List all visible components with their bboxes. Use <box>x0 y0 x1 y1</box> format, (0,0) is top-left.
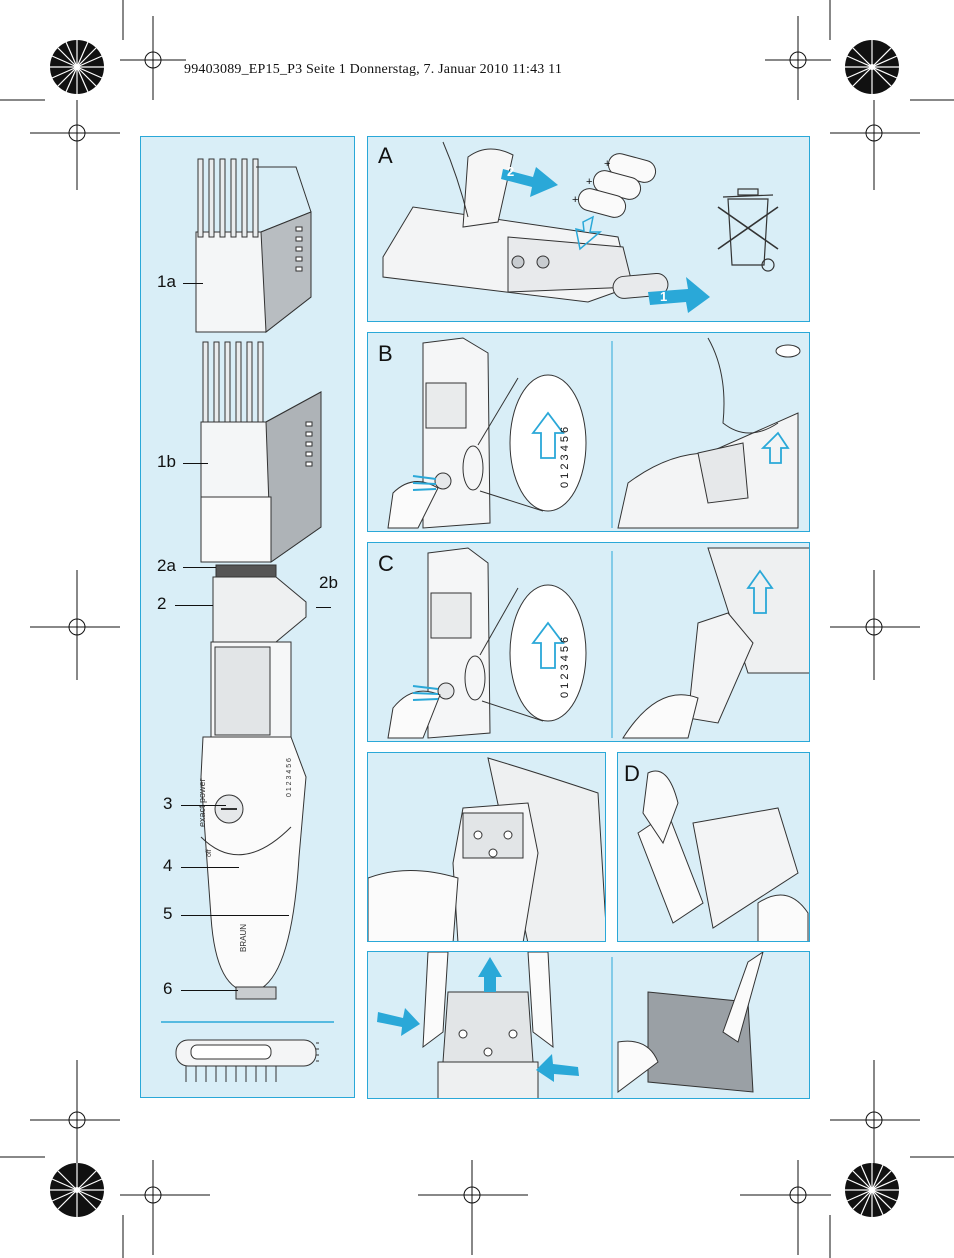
callout-4: 4 <box>163 856 173 875</box>
parts-overview-panel: exact power 0 1 2 3 4 5 6 off BRAUN 1a 1… <box>140 136 355 1098</box>
arrow-left-icon <box>536 1054 579 1082</box>
push-lines-icon <box>412 685 439 701</box>
crosshair-icon <box>830 570 920 680</box>
step-1-label: 1 <box>660 289 668 304</box>
panel-b-label: B <box>378 341 393 366</box>
device-off-text: off <box>206 849 213 857</box>
batteries-illustration <box>577 153 657 218</box>
callout-2b: 2b <box>319 573 338 592</box>
panel-a: + + + A 2 1 <box>367 136 810 322</box>
callout-5: 5 <box>163 904 173 923</box>
arrow-right-icon <box>377 1008 420 1036</box>
comb-1b-illustration <box>200 341 322 563</box>
crosshair-icon <box>418 1160 528 1255</box>
brush-handle-illustration <box>722 952 764 1043</box>
parts-illustration: exact power 0 1 2 3 4 5 6 off BRAUN <box>161 158 334 1082</box>
arrow-up-icon <box>478 957 502 992</box>
svg-text:+: + <box>572 194 578 206</box>
fingers-illustration <box>642 770 679 845</box>
panel-d: D <box>617 752 810 942</box>
star-target-icon <box>845 1163 899 1217</box>
crosshair-icon <box>765 16 831 100</box>
callout-3: 3 <box>163 794 173 813</box>
panel-c-label: C <box>378 551 394 576</box>
device-brand-text: BRAUN <box>239 924 248 952</box>
callout-1b: 1b <box>157 452 176 471</box>
battery-cover-illustration <box>462 148 514 228</box>
arrow-1-icon <box>648 277 710 313</box>
comb-1a-illustration <box>195 158 312 333</box>
scale-zoom-illustration <box>509 584 587 722</box>
panel-b-scale: 0 1 2 3 4 5 6 <box>559 427 571 488</box>
crosshair-icon <box>740 1160 831 1255</box>
brush-illustration <box>637 812 704 924</box>
arrow-down-icon <box>575 215 603 251</box>
crosshair-icon <box>30 100 120 190</box>
push-lines-icon <box>412 475 437 491</box>
svg-text:+: + <box>586 176 592 188</box>
crosshair-icon <box>30 1060 120 1165</box>
panel-c-scale: 0 1 2 3 4 5 6 <box>559 637 571 698</box>
crosshair-icon <box>30 570 120 680</box>
callout-2a: 2a <box>157 556 176 575</box>
crosshair-icon <box>830 1060 920 1165</box>
panel-d-label: D <box>624 761 640 786</box>
arrow-up-icon <box>760 431 790 464</box>
crosshair-icon <box>830 100 920 190</box>
crosshair-icon <box>120 1160 210 1255</box>
thumb-illustration <box>387 690 441 739</box>
panel-blade-removal <box>367 951 810 1099</box>
trimmer-side-illustration <box>422 337 491 529</box>
star-target-icon <box>845 40 899 94</box>
device-switch-text: exact power <box>197 778 207 827</box>
arrow-2-icon <box>501 167 558 197</box>
arrow-up-icon <box>531 621 565 669</box>
callout-6: 6 <box>163 979 173 998</box>
print-header: 99403089_EP15_P3 Seite 1 Donnerstag, 7. … <box>184 62 563 77</box>
star-target-icon <box>50 1163 104 1217</box>
trimmer-head-illustration <box>692 807 799 929</box>
scale-zoom-illustration <box>509 374 587 512</box>
trimmer-side-illustration <box>427 547 491 739</box>
panel-c: 0 1 2 3 4 5 6 C <box>367 542 810 742</box>
arrow-up-icon <box>531 411 565 459</box>
device-scale-text: 0 1 2 3 4 5 6 <box>286 758 293 797</box>
svg-text:+: + <box>604 158 610 170</box>
star-target-icon <box>50 40 104 94</box>
panel-b: 0 1 2 3 4 5 6 B <box>367 332 810 532</box>
hand-illustration <box>368 870 459 941</box>
crossed-bin-icon <box>717 188 779 272</box>
cleaning-brush-illustration <box>175 1039 319 1082</box>
panel-a-label: A <box>378 143 393 168</box>
thumb-illustration <box>387 481 439 529</box>
arrow-up-icon <box>746 569 774 614</box>
panel-trim-no-comb <box>367 752 606 942</box>
step-2-label: 2 <box>507 164 515 179</box>
trimmer-body-illustration <box>200 564 307 1000</box>
callout-2: 2 <box>157 594 167 613</box>
callout-1a: 1a <box>157 272 176 291</box>
crosshair-icon <box>120 16 186 100</box>
